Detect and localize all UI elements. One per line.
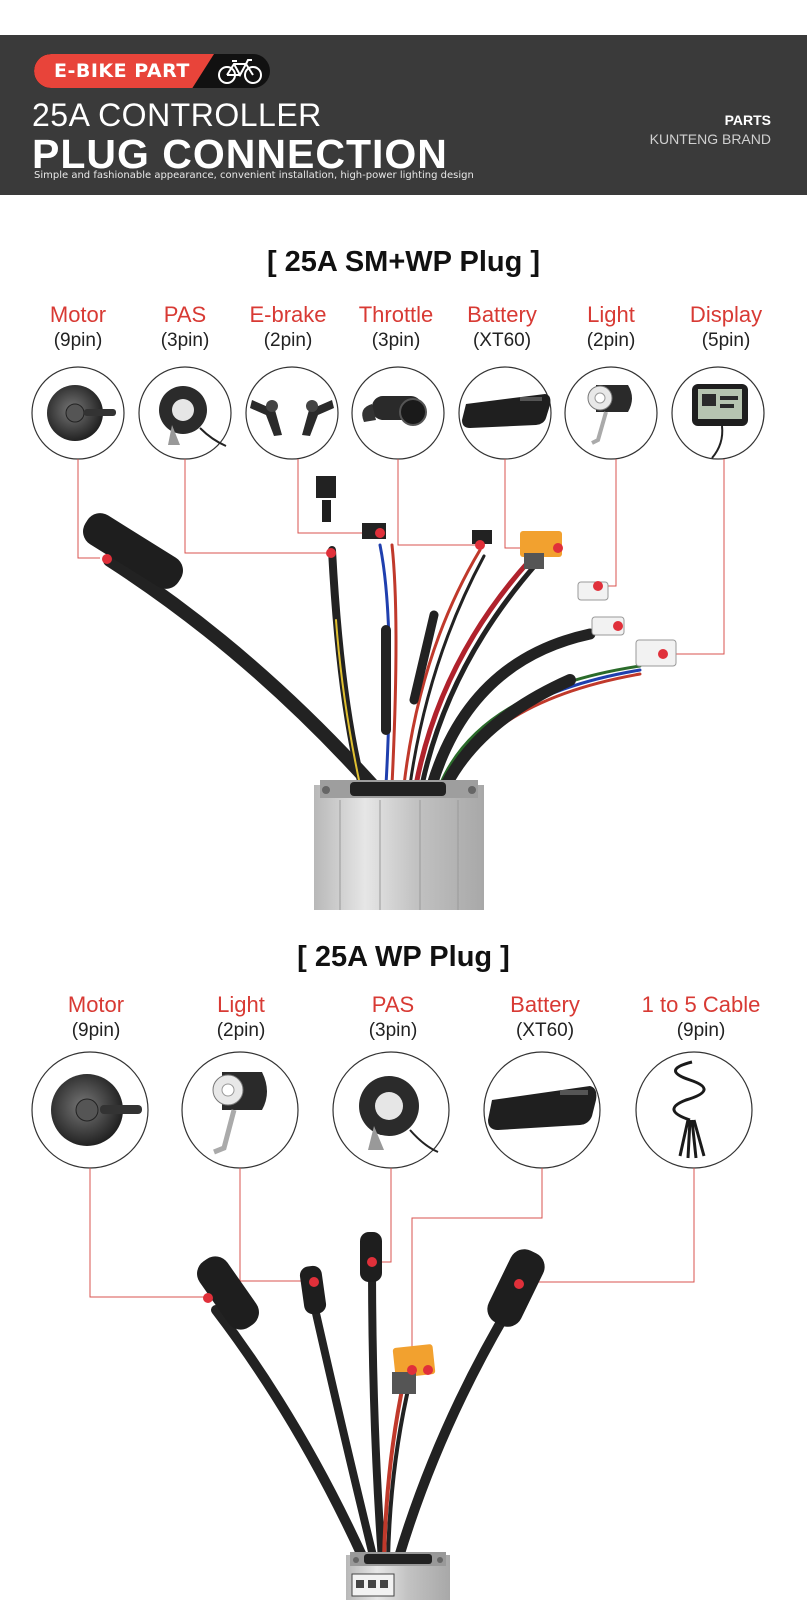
section2-title: [ 25A WP Plug ]: [297, 941, 510, 973]
cable-icon: [635, 1051, 753, 1169]
display-connector-icon: [635, 639, 677, 667]
ebrake-connector-icon: [316, 476, 336, 498]
section1-label-display: Display (5pin): [689, 302, 763, 351]
section1-connectors: [83, 476, 677, 667]
section2-label-motor: Motor (9pin): [67, 992, 125, 1041]
section2-label-light: Light (2pin): [216, 992, 266, 1041]
light-point-marker: [593, 581, 603, 591]
brand-badge: E-BIKE PART: [34, 54, 270, 88]
controller-box-1: [314, 780, 484, 910]
header-title-line1: 25A CONTROLLER: [32, 97, 322, 133]
section2-cables: [211, 1258, 525, 1565]
motor-connector-icon: [197, 1256, 259, 1330]
section1-label-light: Light (2pin): [586, 302, 636, 351]
battery-xt60-connector-icon: [520, 531, 562, 557]
hub-motor-icon: [31, 366, 125, 460]
motor-point-marker: [203, 1293, 213, 1303]
header-title-line2: PLUG CONNECTION: [32, 131, 448, 177]
lcd-display-icon: [671, 366, 765, 460]
header-subtitle: Simple and fashionable appearance, conve…: [34, 170, 474, 181]
display-point-marker: [658, 649, 668, 659]
cable-point-marker: [514, 1279, 524, 1289]
section1-label-pas: PAS (3pin): [160, 302, 210, 351]
header-brand-label: KUNTENG BRAND: [649, 131, 771, 147]
section2-label-pas: PAS (3pin): [368, 992, 418, 1041]
light-connector-icon: [299, 1265, 327, 1315]
ebrake-point-marker: [375, 528, 385, 538]
throttle-icon: [351, 366, 445, 460]
light-connector-icon: [577, 581, 609, 601]
section1-label-battery: Battery (XT60): [467, 302, 537, 351]
section1-leader-lines: [77, 459, 725, 655]
motor-point-marker: [102, 554, 112, 564]
brake-lever-icon: [245, 366, 339, 460]
badge-label: E-BIKE PART: [54, 60, 190, 82]
pas-point-marker: [326, 548, 336, 558]
section1-label-motor: Motor (9pin): [49, 302, 107, 351]
header-parts-label: PARTS: [724, 112, 771, 128]
section1-cables: [103, 543, 642, 792]
section1-label-throttle: Throttle (3pin): [358, 302, 434, 351]
battery-point-marker: [553, 543, 563, 553]
pas-sensor-icon: [332, 1051, 450, 1169]
pas-sensor-icon: [138, 366, 232, 460]
pas-connector-icon: [360, 1232, 382, 1282]
controller-box-2: [346, 1552, 450, 1600]
section2-label-battery: Battery (XT60): [510, 992, 580, 1041]
throttle-point-marker: [475, 540, 485, 550]
section1-label-ebrake: E-brake (2pin): [249, 302, 327, 351]
section1-title: [ 25A SM+WP Plug ]: [266, 246, 541, 278]
pas-point-marker: [367, 1257, 377, 1267]
section2-connectors: [197, 1232, 545, 1394]
headlight-icon: [181, 1051, 299, 1169]
motor-connector-icon: [83, 513, 183, 589]
hub-motor-icon: [31, 1051, 149, 1169]
header-banner: E-BIKE PART 25A CONTROLLER PLUG CONNECTI…: [0, 35, 807, 195]
battery-icon: [483, 1051, 601, 1169]
bicycle-icon: [218, 59, 262, 84]
battery-point-marker: [407, 1365, 417, 1375]
light-point-marker: [309, 1277, 319, 1287]
battery-icon: [458, 366, 552, 460]
section2-label-cable: 1 to 5 Cable (9pin): [641, 992, 761, 1041]
section2-leader-lines: [89, 1168, 695, 1370]
headlight-icon: [564, 366, 658, 460]
